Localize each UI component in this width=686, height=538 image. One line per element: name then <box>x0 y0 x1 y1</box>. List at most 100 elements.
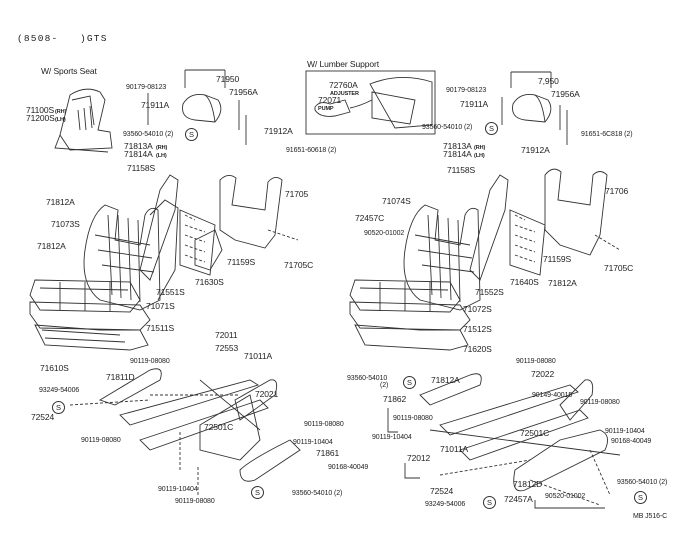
part-label: 90119-10404 <box>605 428 645 435</box>
part-label: 71159S <box>543 254 572 264</box>
part-desc: PUMP <box>318 106 334 112</box>
part-label: 91651-60618 (2) <box>286 147 337 154</box>
part-label: 72501C <box>204 422 234 432</box>
part-label: 90149-40015 <box>532 392 573 399</box>
part-label: 71011A <box>244 351 273 361</box>
s-marker: S <box>52 401 65 414</box>
part-label: 90119-08080 <box>393 415 433 422</box>
part-label: 71620S <box>463 344 492 354</box>
part-label: 71812A <box>431 375 460 385</box>
part-label: 7,950 <box>538 76 559 86</box>
part-label: 71956A <box>229 87 258 97</box>
part-tag: (RH) <box>474 145 486 151</box>
part-label: 71640S <box>510 277 539 287</box>
part-label: 71705C <box>604 263 634 273</box>
part-label: 71813A <box>124 141 153 151</box>
part-label: 72012 <box>407 453 431 463</box>
s-marker: S <box>485 122 498 135</box>
part-label: 90119-10404 <box>158 486 198 493</box>
part-tag: (LH) <box>156 153 167 159</box>
part-label: 71705 <box>285 189 309 199</box>
part-label: 72071 <box>318 95 342 105</box>
part-label: 90119-08080 <box>130 358 170 365</box>
part-label: 90119-10404 <box>372 434 412 441</box>
part-label: 71814A <box>124 149 153 159</box>
part-label: 93560-54010 (2) <box>292 490 343 497</box>
sports-seat-thumbnail <box>54 88 113 153</box>
part-label: 72760A <box>329 80 358 90</box>
part-label: 71100S <box>26 105 55 115</box>
s-marker: S <box>185 128 198 141</box>
part-label: 90119-08080 <box>304 421 344 428</box>
part-label: 90119-08080 <box>81 437 121 444</box>
part-label: 72022 <box>531 369 555 379</box>
part-label: 90179-08123 <box>446 87 487 94</box>
part-label: 71158S <box>127 163 156 173</box>
part-label: 93249-54006 <box>39 387 80 394</box>
part-label: 71551S <box>156 287 185 297</box>
part-label: 71159S <box>227 257 256 267</box>
part-label: 91651-6C818 (2) <box>581 131 633 138</box>
part-label: 71950 <box>216 74 240 84</box>
part-label: 71912A <box>264 126 293 136</box>
part-label: 93560-54010 (2) <box>617 479 668 486</box>
part-label: 72457C <box>355 213 385 223</box>
part-label: 71511S <box>146 323 175 333</box>
s-marker: S <box>403 376 416 389</box>
s-marker: S <box>483 496 496 509</box>
part-label: 71552S <box>475 287 504 297</box>
part-label: 72501C <box>520 428 550 438</box>
caption-sports-seat: W/ Sports Seat <box>41 66 97 76</box>
part-label: 72553 <box>215 343 239 353</box>
part-label: 71812D <box>513 479 543 489</box>
part-label: 90168-40049 <box>328 464 369 471</box>
part-label: 71512S <box>463 324 492 334</box>
part-label: 71811D <box>106 372 135 382</box>
part-tag: (LH) <box>55 117 66 123</box>
part-label: 72011 <box>215 330 238 340</box>
part-label: 71074S <box>382 196 411 206</box>
part-label: 71200S <box>26 113 55 123</box>
part-label: 90520-01002 <box>545 493 586 500</box>
part-label: 71814A <box>443 149 472 159</box>
part-desc: ADJUSTER <box>330 91 359 97</box>
diagram-code: MB J516-C <box>633 513 668 520</box>
part-tag: (RH) <box>55 109 67 115</box>
part-label: 71911A <box>141 100 170 110</box>
caption-lumber-support: W/ Lumber Support <box>307 59 379 69</box>
model-period: (8508- <box>17 33 59 44</box>
part-label: 90520-01002 <box>364 230 405 237</box>
part-label: 71911A <box>460 99 489 109</box>
part-label: 90168-40049 <box>611 438 652 445</box>
part-label: 71071S <box>146 301 175 311</box>
part-label: 71813A <box>443 141 472 151</box>
part-label: 90119-08080 <box>580 399 620 406</box>
part-label: 71912A <box>521 145 550 155</box>
part-label: 72524 <box>430 486 454 496</box>
part-label: 93560-54010 <box>347 375 388 382</box>
part-label: 71862 <box>383 394 407 404</box>
part-label: 71812A <box>548 278 577 288</box>
part-label: 90119-08080 <box>175 498 215 505</box>
part-label: 72524 <box>31 412 55 422</box>
part-label: 93560-54010 (2) <box>123 131 174 138</box>
s-marker: S <box>251 486 264 499</box>
part-tag: (RH) <box>156 145 168 151</box>
part-label: 90119-10404 <box>293 439 333 446</box>
part-label: 71956A <box>551 89 580 99</box>
part-label: 72021 <box>255 389 279 399</box>
part-label: 71072S <box>463 304 492 314</box>
part-label: 90179-08123 <box>126 84 167 91</box>
part-label: 71861 <box>316 448 340 458</box>
part-label: 71610S <box>40 363 69 373</box>
s-marker: S <box>634 491 647 504</box>
part-label: 71706 <box>605 186 629 196</box>
lumber-support-box <box>305 70 436 135</box>
part-label: 71158S <box>447 165 476 175</box>
part-tag: (LH) <box>474 153 485 159</box>
part-label: 93249-54006 <box>425 501 466 508</box>
part-label: 71073S <box>51 219 80 229</box>
part-label: 90119-08080 <box>516 358 556 365</box>
